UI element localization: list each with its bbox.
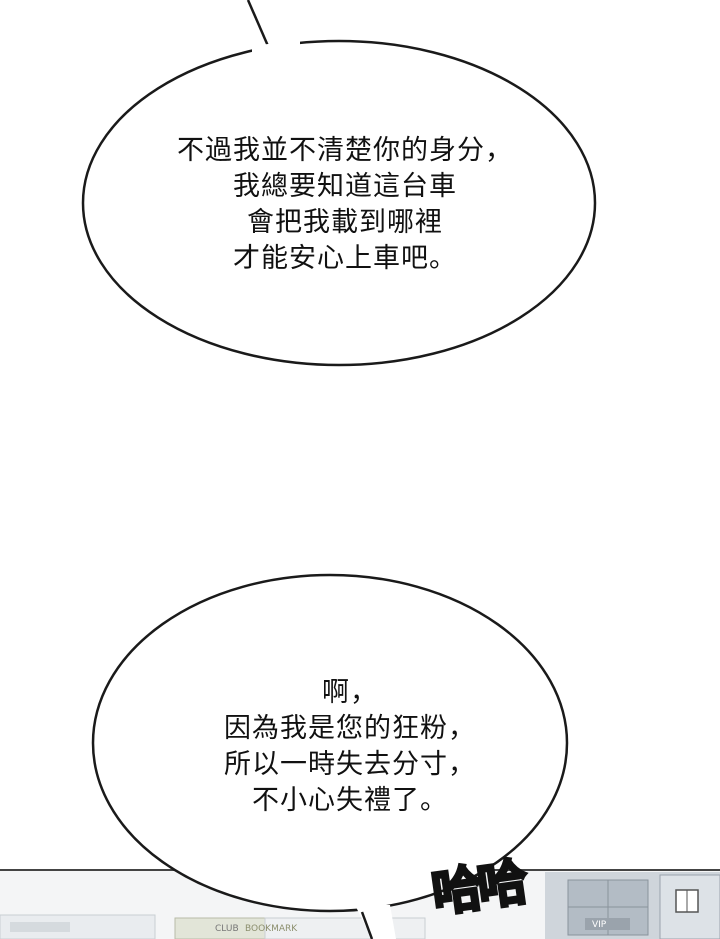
bubble-bottom-text: 啊， 因為我是您的狂粉， 所以一時失去分寸， 不小心失禮了。 [160, 675, 540, 819]
bookmark-sign: BOOKMARK [245, 924, 298, 934]
bubble-bottom-line: 所以一時失去分寸， [224, 749, 476, 780]
bubble-top-text: 不過我並不清楚你的身分， 我總要知道這台車 會把我載到哪裡 才能安心上車吧。 [120, 133, 570, 277]
bubble-bottom [91, 573, 569, 913]
bubble-bottom-line: 不小心失禮了。 [252, 785, 448, 816]
bubble-bottom-line: 啊， [322, 677, 378, 708]
bubble-top-tail [248, 0, 292, 46]
vip-sign: VIP [592, 920, 607, 930]
club-sign: CLUB [215, 924, 239, 934]
bubble-top [81, 39, 597, 367]
bubble-bottom-line: 因為我是您的狂粉， [224, 713, 476, 744]
bubble-top-line: 不過我並不清楚你的身分， [177, 135, 513, 166]
bubble-top-line: 才能安心上車吧。 [233, 243, 457, 274]
sound-effect-laugh: 哈哈 [427, 851, 529, 924]
bubble-bottom-tail [355, 905, 396, 939]
bubble-top-line: 會把我載到哪裡 [247, 207, 443, 238]
bubble-top-line: 我總要知道這台車 [233, 171, 457, 202]
